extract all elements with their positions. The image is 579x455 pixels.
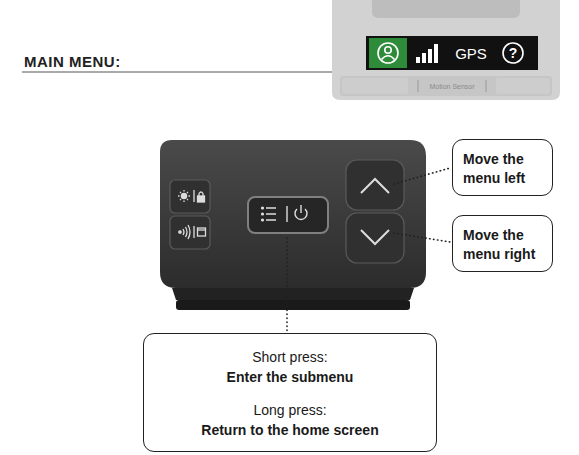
down-button [346,213,404,263]
device-top-view-part [486,80,487,92]
device-top-view [332,0,560,100]
brightness-lock-icon-part [193,190,194,202]
menu-power-icon [262,205,307,222]
sensor-label: Motion Sensor [429,83,474,90]
sound-battery-icon-part [193,226,194,238]
brightness-lock-icon-part [178,190,190,202]
help-icon-circle [503,43,523,63]
heading-rule [22,72,338,73]
leader-lines-part [286,238,288,331]
callout-text: Enter the submenu [154,368,426,386]
device-top-view-part [496,78,550,94]
device-top-view-part [332,0,560,100]
callout-box: Move the menu right [452,215,553,272]
menu-power-icon-part [266,208,276,220]
help-label: ? [509,46,518,60]
device-front-part [160,140,426,288]
device-top-view-part [342,78,408,94]
menu-power-icon-part [286,206,287,222]
sound-battery-button [170,216,210,249]
callout-text: Move the menu left [463,150,542,186]
brightness-lock-icon-part [198,196,205,202]
menu-power-button [248,197,328,233]
leader-lines-part [394,168,450,184]
callout-box: Short press: Enter the submenuLong press:… [143,333,437,452]
sound-battery-icon-part [179,231,181,233]
down-chevron [361,230,389,244]
sound-battery-icon [179,225,206,239]
brightness-lock-button [170,180,210,213]
profile-icon-part [378,43,398,63]
up-button [346,160,404,210]
callout-box: Move the menu left [452,139,553,196]
device-front-part [172,288,414,300]
menu-power-icon-part [262,207,264,209]
device-top-view-part [366,36,538,70]
up-chevron [361,179,389,193]
menu-power-icon-part [300,205,301,213]
menu-power-icon-part [262,219,264,221]
signal-bars-icon-part [434,44,438,63]
gps-label: GPS [455,46,487,61]
device-front-part [176,300,410,310]
profile-icon [378,43,398,63]
brightness-lock-icon-part [199,192,203,196]
profile-icon-part [382,56,395,60]
callout-text: Short press: [154,348,426,366]
device-top-view-part [340,76,552,96]
selected-menu-cell [369,38,407,68]
leader-lines [287,168,450,331]
sound-battery-icon-part [198,229,206,230]
sound-battery-icon-part [183,225,190,239]
signal-bars-icon [416,44,438,63]
device-top-view-part [418,80,419,92]
signal-bars-icon-part [428,49,432,63]
signal-bars-icon-part [422,53,426,63]
sound-battery-icon-part [198,228,206,236]
device-top-view-part [372,0,520,18]
device-front [160,140,426,310]
brightness-lock-icon [178,190,205,202]
callout-text: Return to the home screen [154,421,426,439]
brightness-lock-icon-part [181,193,186,198]
callout-text: Long press: [154,401,426,419]
profile-icon-part [385,47,391,53]
signal-bars-icon-part [416,57,420,63]
heading: MAIN MENU: [24,53,121,70]
leader-lines-part [394,233,450,242]
menu-power-icon-part [262,213,264,215]
callout-text: Move the menu right [463,226,542,262]
